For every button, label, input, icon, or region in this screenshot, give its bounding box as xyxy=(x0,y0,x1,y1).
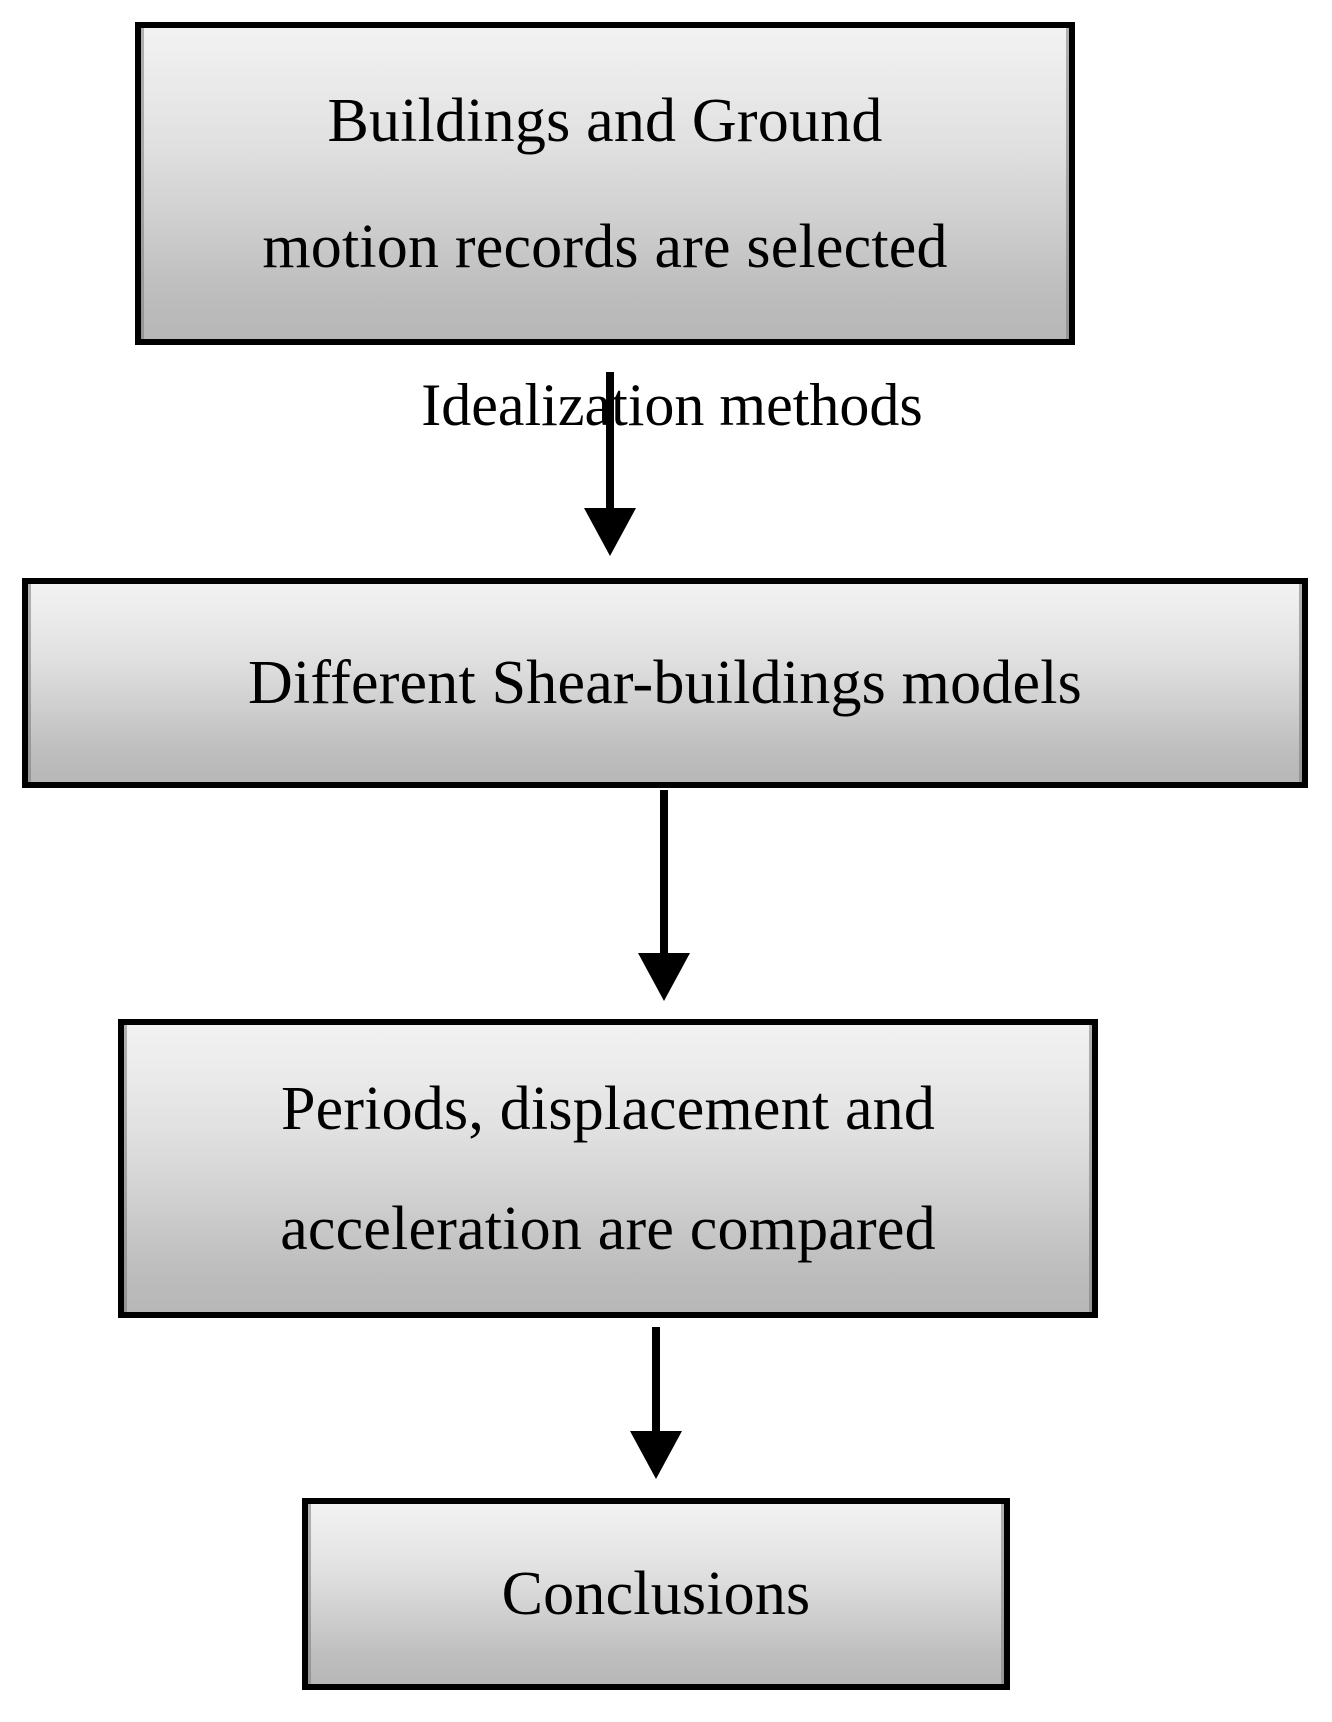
arrowhead-down-icon xyxy=(584,508,636,556)
flowchart-arrow-node1-to-node2 xyxy=(584,372,636,556)
node-1-line-1: Buildings and Ground xyxy=(327,86,883,155)
flowchart-arrow-node2-to-node3 xyxy=(638,790,690,1004)
flowchart-node-different-shear-buildings-models[interactable]: Different Shear-buildings models xyxy=(22,578,1308,788)
node-3-line-1: Periods, displacement and xyxy=(280,1074,936,1143)
arrowhead-down-icon xyxy=(630,1431,682,1479)
arrow-shaft xyxy=(606,372,614,512)
flowchart-edge-label-idealization-methods: Idealization methods xyxy=(421,372,923,438)
node-3-line-2: acceleration are compared xyxy=(280,1194,936,1263)
node-1-line-2: motion records are selected xyxy=(262,212,948,281)
node-2-line-1: Different Shear-buildings models xyxy=(248,649,1082,717)
arrow-shaft xyxy=(652,1327,660,1435)
flowchart-arrow-node3-to-node4 xyxy=(630,1327,682,1479)
flowchart-node-conclusions[interactable]: Conclusions xyxy=(302,1498,1010,1690)
flowchart-node-periods-displacement-acceleration-compared[interactable]: Periods, displacement and acceleration a… xyxy=(118,1019,1098,1318)
arrowhead-down-icon xyxy=(638,953,690,1001)
arrow-shaft xyxy=(660,790,668,957)
flowchart-node-buildings-and-ground-motion-records[interactable]: Buildings and Ground motion records are … xyxy=(135,22,1075,345)
node-4-line-1: Conclusions xyxy=(501,1560,811,1628)
